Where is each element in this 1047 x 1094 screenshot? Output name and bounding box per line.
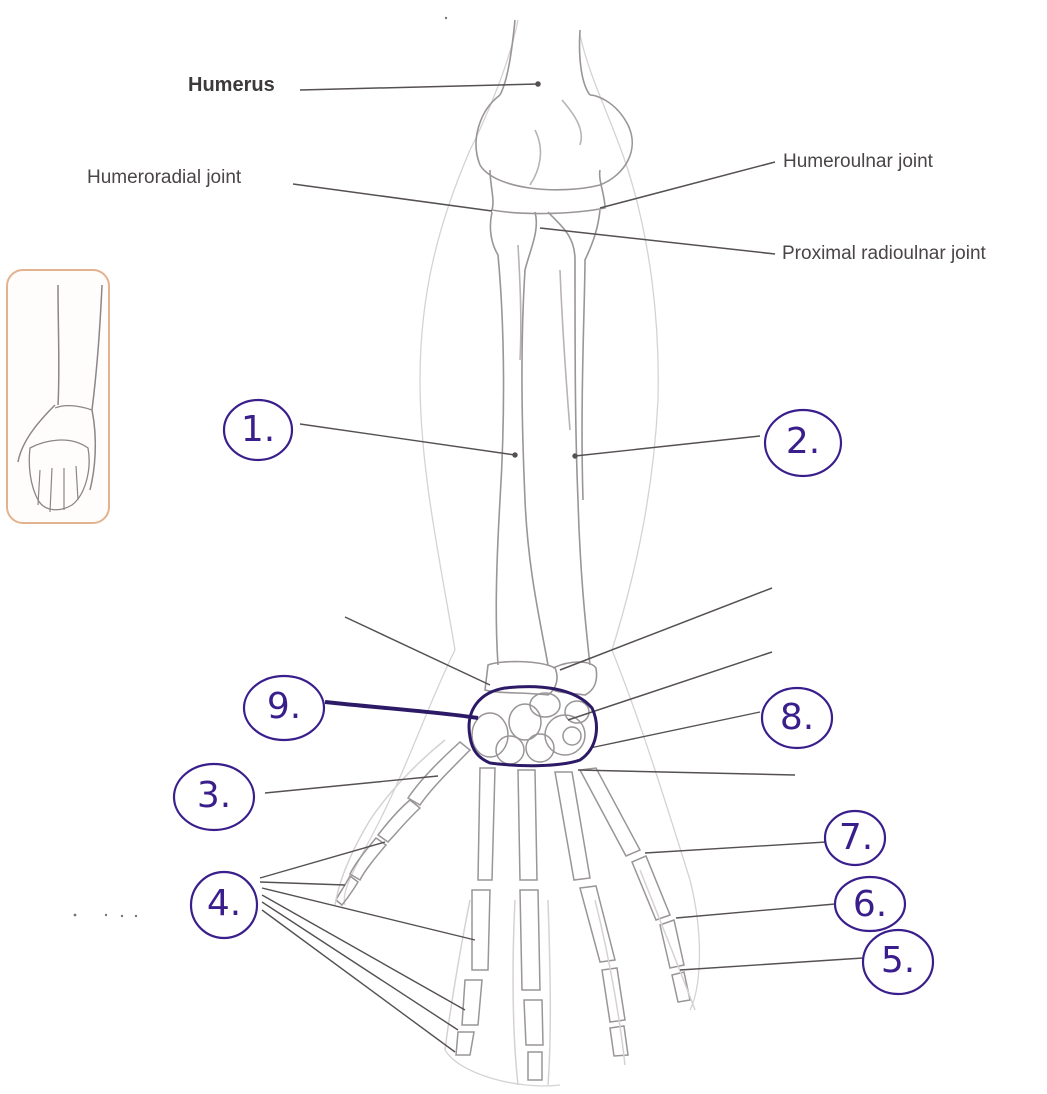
carpal-bones [472,693,589,764]
handwritten-number-8: 8. [765,700,829,736]
label-proximal-radioulnar-joint: Proximal radioulnar joint [782,243,986,265]
stray-marks [74,17,448,917]
handwritten-number-6: 6. [838,887,902,923]
handwritten-pointer-lines [260,424,863,1052]
handwritten-number-1: 1. [226,412,290,448]
arm-outline [344,20,699,1086]
orientation-thumbnail [7,270,109,523]
middle-finger-bones [513,770,550,1085]
handwritten-number-4: 4. [192,886,256,922]
index-finger-bones [445,768,495,1055]
carpal-ink-circle [325,687,596,766]
thumb-bones [335,740,470,905]
handwritten-number-5: 5. [866,943,930,979]
label-humeroulnar-joint: Humeroulnar joint [783,151,933,173]
handwritten-number-3: 3. [182,778,246,814]
handwritten-number-7: 7. [824,820,888,856]
ring-finger-bones [555,772,628,1065]
handwritten-number-2: 2. [771,424,835,460]
printed-leader-lines [293,82,795,775]
label-humeroradial-joint: Humeroradial joint [87,167,241,189]
label-humerus: Humerus [188,74,275,97]
handwritten-number-9: 9. [252,689,316,725]
